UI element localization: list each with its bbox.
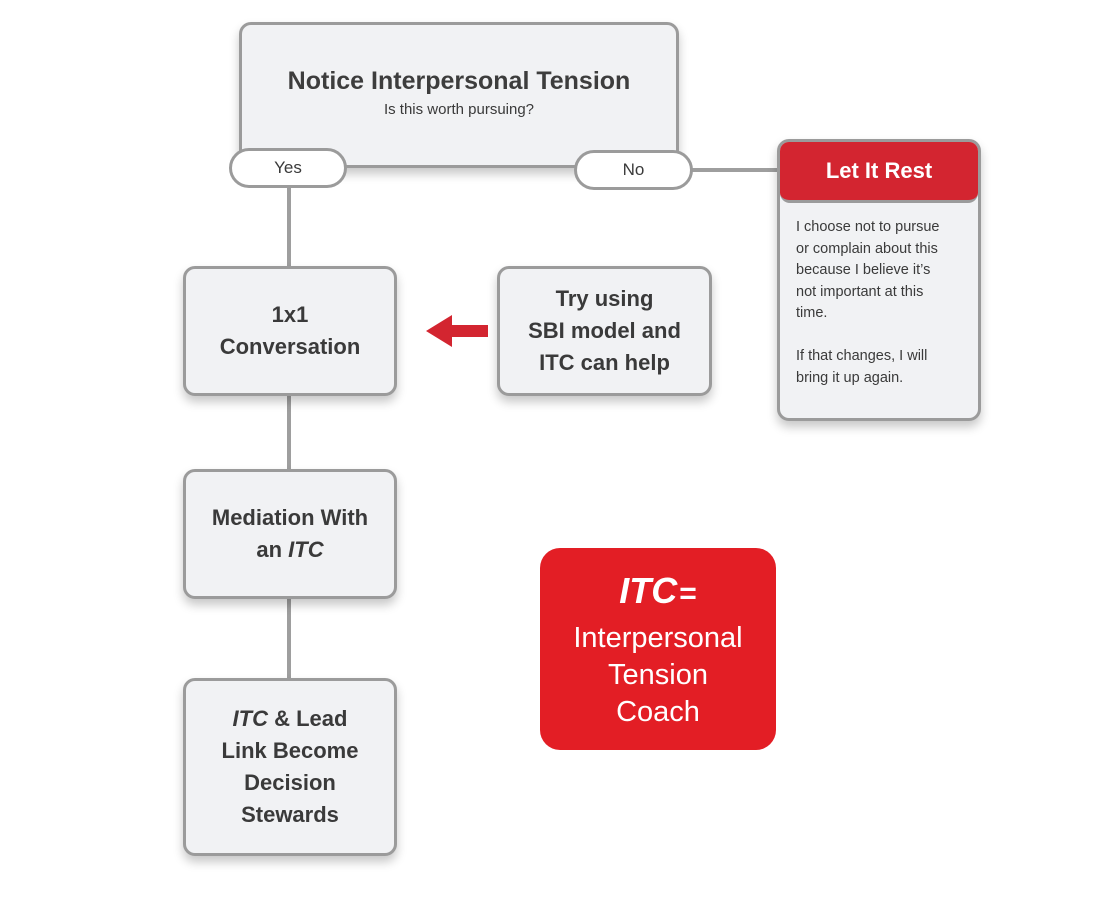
let-it-rest-body: I choose not to pursue or complain about…: [780, 203, 978, 389]
let-it-rest-line: bring it up again.: [796, 369, 904, 386]
connector-no-to-let-it-rest: [688, 168, 780, 172]
arrow-left-icon: [426, 315, 488, 347]
sbi-line-3: ITC can help: [539, 350, 670, 375]
decision-line-1-rest: & Lead: [274, 706, 348, 731]
conversation-line-2: Conversation: [219, 334, 361, 359]
decision-line-1-itc: ITC: [232, 706, 268, 731]
notice-tension-node[interactable]: Notice Interpersonal Tension Is this wor…: [239, 22, 679, 168]
itc-legend-equals: =: [679, 577, 697, 610]
connector-conversation-to-mediation: [287, 393, 291, 473]
itc-legend-heading: ITC=: [540, 570, 776, 620]
itc-legend-line-2: Tension: [608, 659, 708, 691]
yes-button[interactable]: Yes: [229, 148, 347, 188]
decision-stewards-node[interactable]: ITC & Lead Link Become Decision Stewards: [183, 678, 397, 856]
let-it-rest-spacer: [796, 325, 964, 347]
let-it-rest-line: or complain about this: [796, 240, 938, 257]
sbi-model-node[interactable]: Try using SBI model and ITC can help: [497, 266, 712, 396]
connector-mediation-to-decision: [287, 596, 291, 682]
conversation-node[interactable]: 1x1 Conversation: [183, 266, 397, 396]
let-it-rest-title: Let It Rest: [825, 158, 933, 183]
mediation-line-2: an ITC: [256, 534, 323, 566]
connector-yes-to-conversation: [287, 184, 291, 270]
let-it-rest-line: I choose not to pursue: [796, 219, 940, 235]
let-it-rest-line: because I believe it’s: [796, 262, 931, 278]
mediation-line-2-prefix: an: [256, 537, 283, 562]
notice-tension-title: Notice Interpersonal Tension: [287, 67, 631, 95]
let-it-rest-header: Let It Rest: [780, 142, 978, 203]
mediation-line-2-itc: ITC: [288, 537, 324, 562]
notice-tension-subtitle: Is this worth pursuing?: [383, 101, 535, 118]
conversation-line-1: 1x1: [271, 302, 309, 327]
mediation-line-1: Mediation With: [211, 505, 369, 530]
decision-line-4: Stewards: [241, 802, 339, 827]
sbi-line-1: Try using: [555, 286, 654, 311]
itc-legend-line-3: Coach: [616, 696, 700, 728]
no-button[interactable]: No: [574, 150, 693, 190]
itc-legend-line-1: Interpersonal: [573, 622, 743, 654]
itc-legend-abbr: ITC: [619, 570, 678, 611]
no-label: No: [622, 160, 645, 179]
decision-line-2: Link Become: [221, 738, 359, 763]
itc-legend: ITC= Interpersonal Tension Coach: [540, 548, 776, 750]
sbi-line-2: SBI model and: [528, 318, 681, 343]
yes-label: Yes: [274, 158, 302, 177]
let-it-rest-line: If that changes, I will: [796, 348, 928, 364]
decision-line-1: ITC & Lead: [233, 703, 348, 735]
decision-line-3: Decision: [244, 770, 336, 795]
let-it-rest-line: not important at this: [796, 283, 924, 300]
let-it-rest-card[interactable]: Let It Rest I choose not to pursue or co…: [777, 139, 981, 421]
let-it-rest-line: time.: [796, 305, 828, 321]
mediation-node[interactable]: Mediation With an ITC: [183, 469, 397, 599]
